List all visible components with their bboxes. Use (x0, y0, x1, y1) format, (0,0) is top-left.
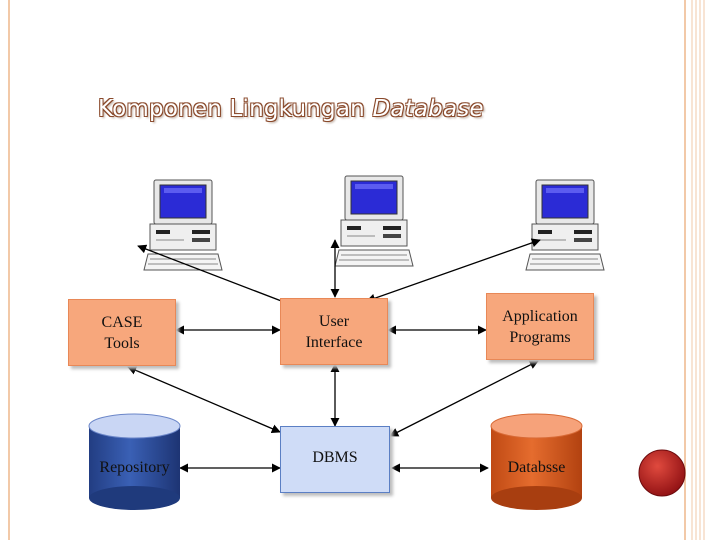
arrow-application-dbms (389, 360, 539, 437)
title-main: Komponen Lingkungan (98, 96, 373, 122)
case-tools-label: CASE Tools (101, 313, 143, 352)
computer-icon (334, 175, 414, 267)
slide-frame (8, 0, 686, 540)
application-programs-label: Application Programs (502, 307, 578, 346)
repository-label: Repository (99, 459, 170, 476)
accent-circle (638, 449, 686, 497)
arrow-casetools-dbms (127, 366, 281, 433)
slide-title: Komponen Lingkungan Database (98, 96, 484, 122)
database-cylinder (490, 413, 583, 510)
database-label: Databsse (507, 459, 566, 476)
case-tools-box: CASE Tools (68, 299, 176, 366)
user-interface-box: User Interface (280, 298, 388, 365)
arrow-computer1-userinterface (137, 244, 298, 309)
computer-icon (143, 179, 223, 271)
application-programs-box: Application Programs (486, 293, 594, 360)
computer-icon (525, 179, 605, 271)
arrow-computer3-userinterface (366, 238, 541, 303)
dbms-label: DBMS (312, 449, 358, 466)
decorative-side-lines (691, 0, 705, 540)
user-interface-label: User Interface (305, 312, 363, 351)
title-emphasis: Database (372, 96, 484, 122)
repository-cylinder (88, 413, 181, 510)
dbms-box: DBMS (280, 426, 390, 493)
